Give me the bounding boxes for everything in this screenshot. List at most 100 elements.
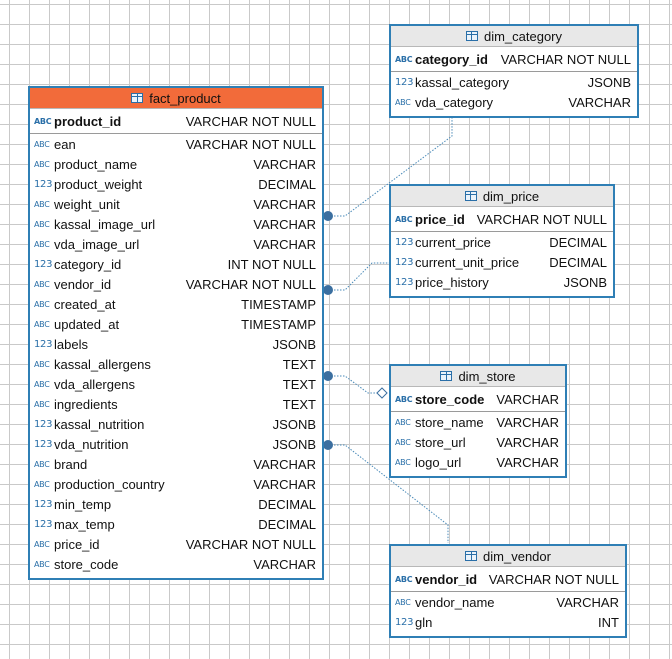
column-name: vendor_name (415, 594, 495, 610)
column-type: INT (598, 614, 619, 630)
column-type: VARCHAR NOT NULL (185, 276, 316, 292)
table-header[interactable]: dim_price (391, 186, 613, 207)
connector-dot-vendor (323, 440, 333, 450)
column-type: VARCHAR (253, 456, 316, 472)
column-type: VARCHAR (253, 156, 316, 172)
column-type: JSONB (587, 74, 631, 90)
text-type-icon: ABC (34, 559, 50, 569)
column-name: vendor_id (415, 571, 478, 587)
column-name: current_unit_price (415, 254, 520, 270)
table-header[interactable]: dim_vendor (391, 546, 625, 567)
numeric-type-icon: 123 (395, 76, 414, 88)
table-title: dim_store (458, 368, 516, 384)
column-type: VARCHAR (253, 196, 316, 212)
column-name: production_country (54, 476, 165, 492)
column-name: updated_at (54, 316, 120, 332)
column-type: VARCHAR NOT NULL (185, 136, 316, 152)
column-name: vda_allergens (54, 376, 135, 392)
column-type: TIMESTAMP (241, 316, 316, 332)
numeric-type-icon: 123 (395, 256, 414, 268)
column-type: VARCHAR (253, 476, 316, 492)
table-header[interactable]: fact_product (30, 88, 322, 109)
column-type: VARCHAR NOT NULL (185, 536, 316, 552)
text-type-icon: ABC (34, 459, 50, 469)
connector-dot-category (323, 211, 333, 221)
column-type: JSONB (272, 336, 316, 352)
column-type: DECIMAL (549, 234, 607, 250)
table-header[interactable]: dim_category (391, 26, 637, 47)
table-icon (465, 551, 478, 561)
column-name: kassal_nutrition (54, 416, 145, 432)
column-name: ean (54, 136, 76, 152)
numeric-type-icon: 123 (395, 616, 414, 628)
text-type-icon: ABC (34, 359, 50, 369)
key-type-icon: ABC (34, 116, 52, 126)
text-type-icon: ABC (34, 219, 50, 229)
text-type-icon: ABC (395, 417, 411, 427)
column-name: category_id (54, 256, 122, 272)
column-type: VARCHAR NOT NULL (185, 113, 316, 129)
text-type-icon: ABC (34, 239, 50, 249)
text-type-icon: ABC (34, 299, 50, 309)
column-type: DECIMAL (258, 516, 316, 532)
column-type: VARCHAR NOT NULL (476, 211, 607, 227)
column-type: TIMESTAMP (241, 296, 316, 312)
column-name: price_id (415, 211, 465, 227)
column-type: TEXT (282, 376, 316, 392)
column-name: product_weight (54, 176, 143, 192)
column-name: kassal_image_url (54, 216, 156, 232)
column-row[interactable]: ABC kassal_image_url VARCHAR (30, 214, 322, 234)
column-name: vda_image_url (54, 236, 140, 252)
column-name: vda_category (415, 94, 494, 110)
text-type-icon: ABC (34, 199, 50, 209)
table-header[interactable]: dim_store (391, 366, 565, 387)
column-name: brand (54, 456, 88, 472)
column-type: VARCHAR (253, 216, 316, 232)
column-row[interactable]: ABC brand VARCHAR (30, 454, 322, 474)
